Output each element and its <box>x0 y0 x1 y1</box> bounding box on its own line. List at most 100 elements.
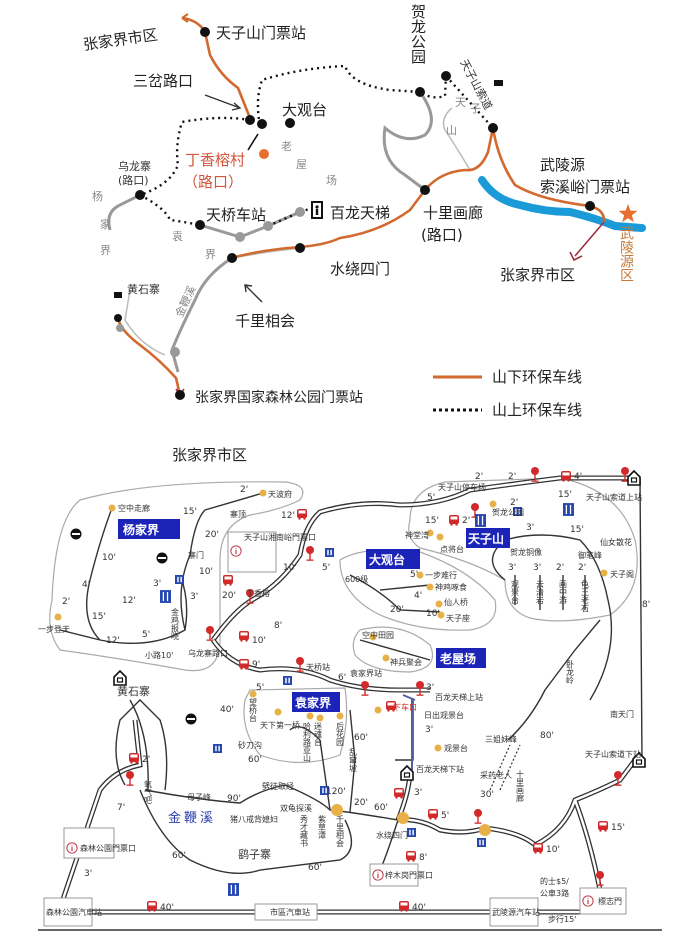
place-xiache: 下车口 <box>393 702 417 712</box>
bus-icon <box>598 821 608 832</box>
place-yibunanxing: 一步难行 <box>425 570 457 580</box>
star-icon <box>618 204 638 223</box>
badge-daguantai: 大观台 <box>369 552 405 567</box>
area-yangjiajie: 界 <box>100 244 111 257</box>
time-label: 2' <box>556 563 564 573</box>
place-walk: 步行15' <box>548 914 576 924</box>
badge-yuanjiajie: 袁家界 <box>294 695 331 710</box>
place-dianjiangtai: 点将台 <box>440 544 464 554</box>
time-label: 60' <box>172 851 186 861</box>
place-zhubajie: 猪八戒背媳妇 <box>230 814 278 824</box>
time-label: 20' <box>390 605 404 615</box>
time-label: 40' <box>160 903 174 913</box>
place-suodao-top: 天子山索道上站 <box>586 492 642 502</box>
time-label: 2' <box>62 597 70 607</box>
pointer-arrow <box>247 133 259 151</box>
time-label: 6' <box>338 673 346 683</box>
place-suodao-bottom: 天子山索道下站 <box>585 749 641 759</box>
zone-laowuchang <box>352 626 434 673</box>
label-forest-gate: 张家界国家森林公园门票站 <box>195 389 363 406</box>
place-tianxia: 天下第一桥 <box>260 720 300 730</box>
place-qianli: 千里相会 <box>336 814 345 848</box>
place-nantianmen: 南天门 <box>610 709 634 719</box>
suoxi-river <box>478 176 646 232</box>
place-tzs-parking: 天子山停车场 <box>438 482 486 492</box>
time-label: 5' <box>410 570 418 580</box>
label-wly-district: 武陵源区 <box>618 226 634 282</box>
restroom-icon <box>477 838 486 847</box>
label-tianqiao: 天桥车站 <box>206 206 266 224</box>
place-huazhong: 画中游 <box>559 580 568 605</box>
time-label: 3' <box>526 523 534 533</box>
time-label: 2' <box>462 516 470 526</box>
place-guanjing: 观景台 <box>511 580 520 605</box>
time-label: 15' <box>558 490 572 500</box>
place-labels: 空中走廊 天波府 寨顶 寨门 金鸡报晓 一步登天 小路10' 乌龙寨路口 丁香榕… <box>38 482 642 924</box>
cable-car-icon <box>114 292 122 298</box>
time-label: 3' <box>508 563 516 573</box>
area-laowuchang: 老 <box>281 140 292 153</box>
label-bailong: 百龙天梯 <box>330 204 390 222</box>
place-tianzige: 天子阁 <box>610 569 634 579</box>
place-tianqiao: 天桥站 <box>306 662 330 672</box>
place-bailong-bottom: 百龙天梯下站 <box>416 764 464 774</box>
box-forest-gate: 森林公園門票口 <box>80 843 136 853</box>
label-shili: 十里画廊 <box>423 204 483 222</box>
bus-icon <box>239 631 249 642</box>
place-bus3: 公車3路 <box>540 888 569 898</box>
info-icon <box>372 869 384 881</box>
no-entry-icon <box>156 552 168 564</box>
time-label: 3' <box>414 788 422 798</box>
place-600: 600级 <box>345 574 368 584</box>
place-zhaiding: 寨顶 <box>230 509 246 519</box>
box-forest-bus: 森林公園汽車站 <box>46 907 102 917</box>
place-zhaimen: 寨门 <box>188 550 204 560</box>
label-tianzishan-gate: 天子山门票站 <box>216 24 306 42</box>
time-label: 40' <box>220 705 234 715</box>
time-label: 5' <box>256 683 264 693</box>
label-wly-gate: 武陵源 <box>540 156 585 174</box>
stop-pin-icon <box>474 809 482 824</box>
cableway-station-icon <box>113 670 127 686</box>
time-label: 80' <box>540 731 554 741</box>
area-tianzishan: 子 <box>470 102 481 115</box>
label-huangshizhai: 黄石寨 <box>127 282 160 296</box>
place-shenbing: 神兵聚会 <box>390 657 422 667</box>
place-houhuayuan: 后花园 <box>336 721 345 747</box>
label-daguantai: 大观台 <box>282 101 327 119</box>
place-taxi: 的士$5/ <box>540 876 569 886</box>
place-guanjing2: 观景台 <box>444 743 468 753</box>
time-label: 12' <box>106 636 120 646</box>
gray-road <box>107 91 433 373</box>
time-label: 20' <box>222 591 236 601</box>
info-icon <box>66 842 78 854</box>
area-yuanjiajie: 界 <box>205 248 216 261</box>
place-xiaolu: 小路10' <box>145 650 173 660</box>
place-xiannv: 仙女散花 <box>600 537 632 547</box>
label-sancha: 三岔路口 <box>133 72 193 90</box>
time-label: 8' <box>274 621 282 631</box>
time-label: 4' <box>574 472 582 482</box>
time-label: 5' <box>427 493 435 503</box>
place-kongzhong: 空中走廊 <box>118 503 150 513</box>
time-label: 4' <box>414 591 422 601</box>
restaurant-icon <box>475 514 486 527</box>
time-label: 5' <box>322 563 330 573</box>
legend: 山下环保车线 山上环保车线 <box>433 368 582 419</box>
time-label: 20' <box>354 798 368 808</box>
bus-icon <box>406 851 416 862</box>
time-label: 15' <box>92 612 106 622</box>
area-yangjiajie: 杨 <box>92 189 103 203</box>
place-shili: 十里画廊 <box>516 769 525 803</box>
label-shili-road: (路口) <box>421 226 463 244</box>
zone-yuanjiajie <box>243 687 348 764</box>
restaurant-icon <box>563 503 574 516</box>
place-sanjiemei: 三姐妹峰 <box>485 734 517 744</box>
place-xianrenqiao: 仙人桥 <box>444 597 468 607</box>
time-label: 5' <box>142 630 150 640</box>
bus-icon <box>428 809 438 820</box>
label-city-south: 张家界市区 <box>172 446 247 464</box>
box-biaozhimen: 標志門 <box>598 896 622 906</box>
time-label: 2' <box>508 472 516 482</box>
place-bailong-top: 百龙天梯上站 <box>435 692 483 702</box>
